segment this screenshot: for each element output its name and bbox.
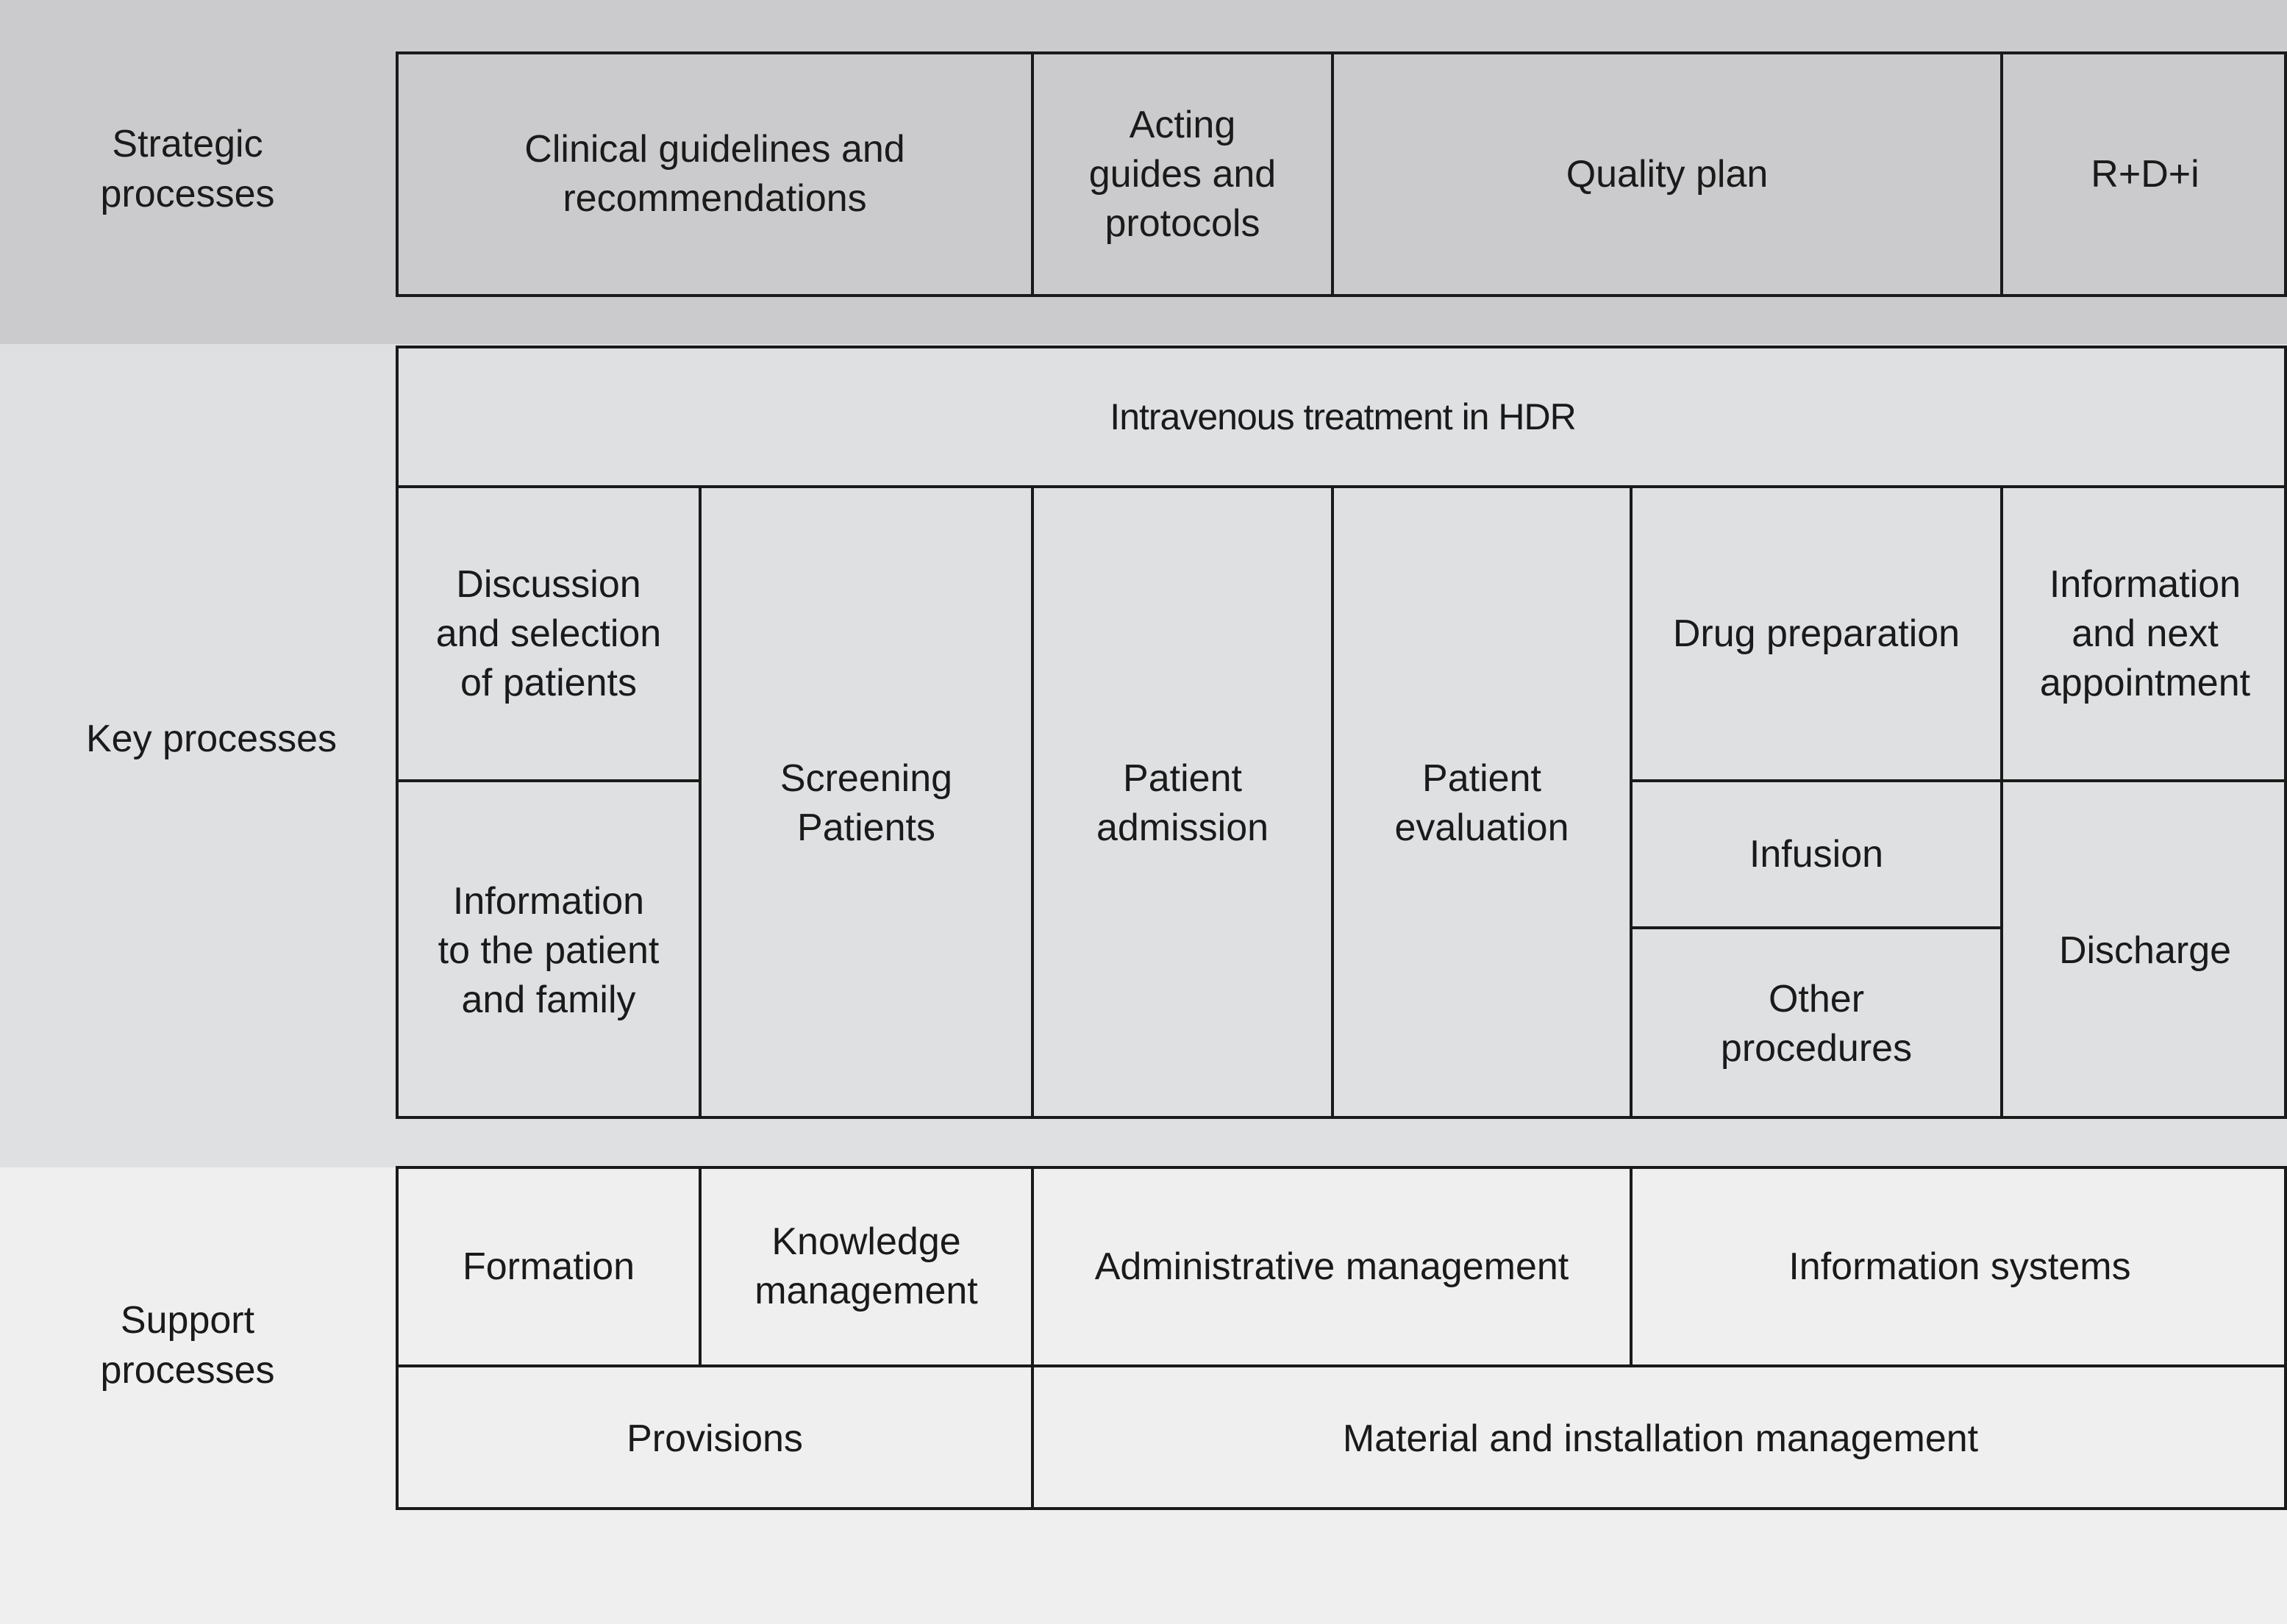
information-systems-box: Information systems	[1630, 1169, 2287, 1364]
key-header: Intravenous treatment in HDR	[1110, 396, 1576, 437]
information-patient-family-box: Information to the patient and family	[399, 779, 699, 1119]
strategic-frame: Clinical guidelines and recommendations …	[396, 51, 2287, 297]
quality-plan-box: Quality plan	[1331, 54, 2000, 294]
support-band	[0, 1167, 2287, 1624]
provisions-box: Provisions	[399, 1364, 1031, 1510]
key-frame: Intravenous treatment in HDR Discussion …	[396, 346, 2287, 1119]
key-processes-label: Key processes	[85, 718, 338, 760]
rdi-box: R+D+i	[2000, 54, 2287, 294]
other-procedures-box: Other procedures	[1630, 926, 2000, 1119]
infusion-box: Infusion	[1630, 779, 2000, 926]
formation-box: Formation	[462, 1245, 635, 1288]
discussion-selection-box: Discussion and selection of patients	[399, 485, 699, 779]
support-processes-label: Support processes	[100, 1299, 275, 1392]
patient-evaluation-box: Patient evaluation	[1331, 485, 1630, 1119]
material-installation-box: Material and installation management	[1031, 1364, 2287, 1510]
acting-guides-box: Acting guides and protocols	[1031, 54, 1331, 294]
strategic-processes-label: Strategic processes	[100, 123, 275, 215]
screening-patients-box: Screening Patients	[699, 485, 1031, 1119]
clinical-guidelines-box: Clinical guidelines and recommendations	[524, 128, 905, 220]
support-frame: Formation Knowledge management Administr…	[396, 1166, 2287, 1510]
key-band	[0, 344, 2287, 1167]
knowledge-management-box: Knowledge management	[699, 1169, 1031, 1364]
information-next-appointment-box: Information and next appointment	[2000, 485, 2287, 779]
drug-preparation-box: Drug preparation	[1630, 485, 2000, 779]
discharge-box: Discharge	[2000, 779, 2287, 1119]
strategic-band	[0, 0, 2287, 344]
administrative-management-box: Administrative management	[1031, 1169, 1630, 1364]
patient-admission-box: Patient admission	[1031, 485, 1331, 1119]
